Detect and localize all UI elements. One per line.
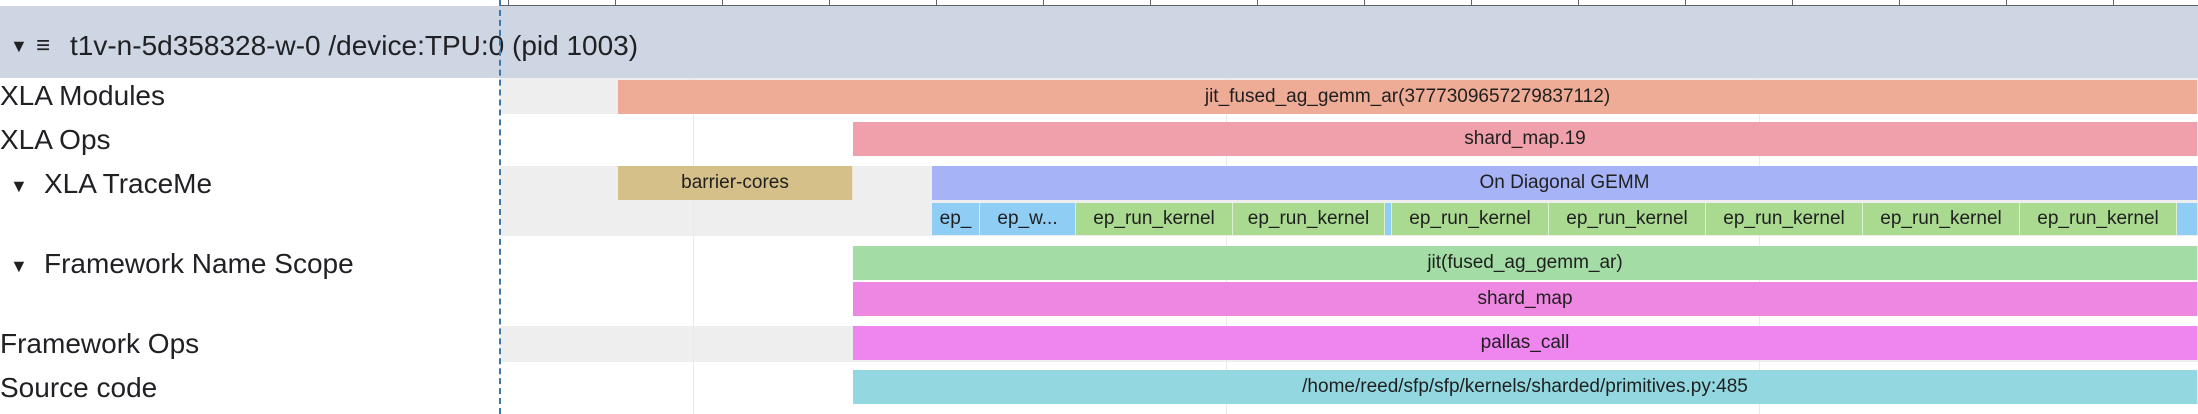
trace-slice-ep-run-kernel[interactable]: ep_run_kernel <box>1392 203 1549 235</box>
process-header[interactable]: ▼ ≡ t1v-n-5d358328-w-0 /device:TPU:0 (pi… <box>0 6 2198 78</box>
trace-slice-ep-w[interactable]: ep_w... <box>980 203 1076 235</box>
chevron-down-icon[interactable]: ▼ <box>10 256 28 276</box>
ruler-tick <box>829 0 830 5</box>
cursor-time-marker <box>499 0 501 414</box>
trace-slice-ep[interactable]: ep_ <box>932 203 980 235</box>
ruler-tick <box>615 0 616 5</box>
process-title: t1v-n-5d358328-w-0 /device:TPU:0 (pid 10… <box>70 30 639 61</box>
trace-slice-barrier-cores[interactable]: barrier-cores <box>618 166 853 200</box>
trace-slice-shard-map[interactable]: shard_map <box>853 282 2198 316</box>
trace-slice-overflow[interactable] <box>2177 203 2198 235</box>
trace-slice-xla-op[interactable]: shard_map.19 <box>853 122 2198 156</box>
trace-slice-gap[interactable] <box>1385 203 1392 235</box>
row-label-source-code: Source code <box>0 372 158 403</box>
row-label-framework-ops: Framework Ops <box>0 328 200 359</box>
ruler-tick <box>1685 0 1686 5</box>
ruler-tick <box>2113 0 2114 5</box>
row-label-xla-traceme[interactable]: XLA TraceMe <box>44 168 213 199</box>
ruler-tick <box>1471 0 1472 5</box>
row-label-xla-modules: XLA Modules <box>0 80 165 111</box>
row-label-framework-name-scope[interactable]: Framework Name Scope <box>44 248 354 279</box>
trace-slice-source-code[interactable]: /home/reed/sfp/sfp/kernels/sharded/primi… <box>853 370 2198 404</box>
ruler-tick <box>1899 0 1900 5</box>
ruler-tick <box>1792 0 1793 5</box>
ruler-tick <box>1150 0 1151 5</box>
ruler-tick <box>1257 0 1258 5</box>
ruler-tick <box>1364 0 1365 5</box>
trace-slice-pallas-call[interactable]: pallas_call <box>853 326 2198 360</box>
chevron-down-icon[interactable]: ▼ <box>10 36 28 56</box>
trace-slice-xla-module[interactable]: jit_fused_ag_gemm_ar(3777309657279837112… <box>618 80 2198 114</box>
gridline <box>693 78 694 414</box>
hamburger-menu-icon[interactable]: ≡ <box>36 32 51 59</box>
trace-slice-ep-run-kernel[interactable]: ep_run_kernel <box>1233 203 1385 235</box>
chevron-down-icon[interactable]: ▼ <box>10 176 28 196</box>
row-label-xla-ops: XLA Ops <box>0 124 111 155</box>
timeline-ruler[interactable] <box>500 0 2198 6</box>
trace-slice-ep-run-kernel[interactable]: ep_run_kernel <box>1549 203 1706 235</box>
ruler-tick <box>722 0 723 5</box>
trace-slice-on-diagonal-gemm[interactable]: On Diagonal GEMM <box>932 166 2198 200</box>
trace-slice-jit-scope[interactable]: jit(fused_ag_gemm_ar) <box>853 246 2198 280</box>
ruler-tick <box>2006 0 2007 5</box>
ruler-tick <box>936 0 937 5</box>
ruler-tick <box>1578 0 1579 5</box>
trace-slice-ep-run-kernel[interactable]: ep_run_kernel <box>1863 203 2020 235</box>
trace-slice-ep-run-kernel[interactable]: ep_run_kernel <box>1076 203 1233 235</box>
ruler-tick <box>508 0 509 5</box>
ruler-tick <box>1043 0 1044 5</box>
trace-slice-ep-run-kernel[interactable]: ep_run_kernel <box>1706 203 1863 235</box>
trace-slice-ep-run-kernel[interactable]: ep_run_kernel <box>2020 203 2177 235</box>
